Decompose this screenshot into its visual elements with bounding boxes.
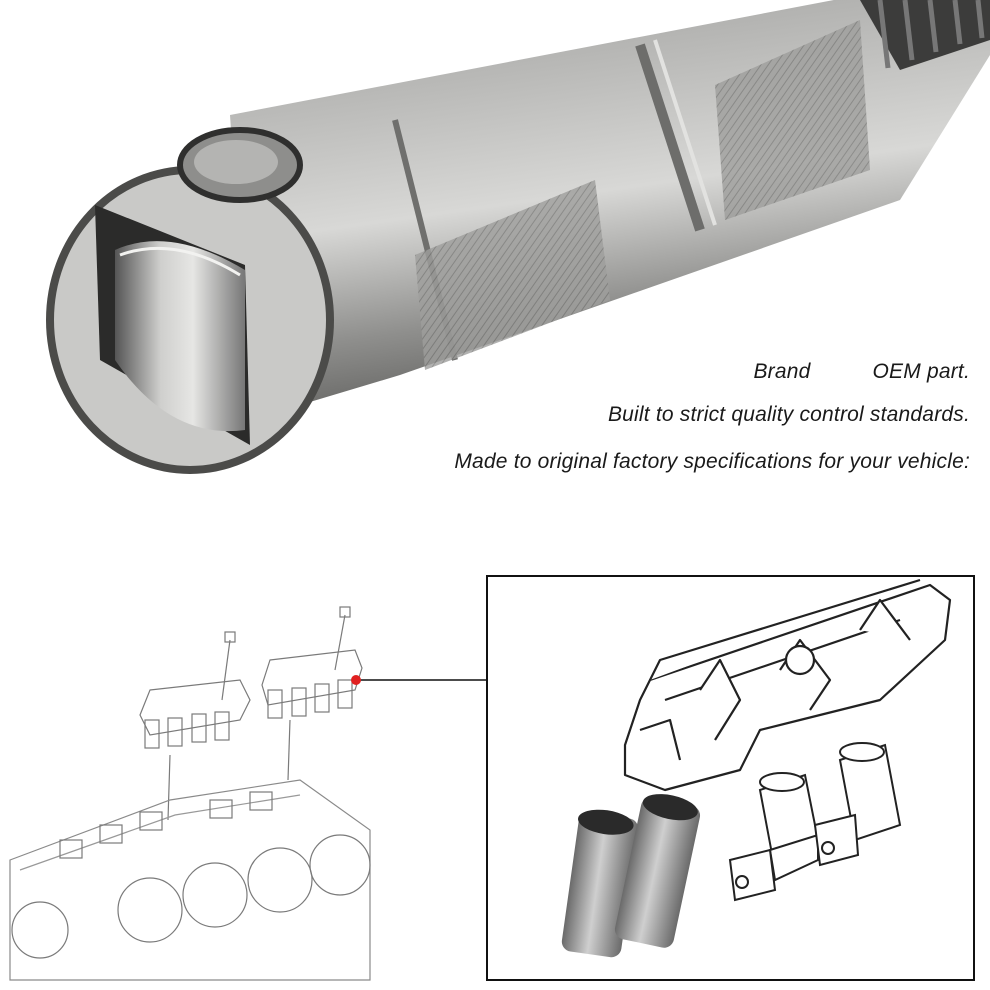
- callout-dot: [351, 675, 361, 685]
- knurl-band: [715, 20, 870, 220]
- knurl-band: [415, 180, 610, 370]
- specification-caption: Made to original factory specifications …: [454, 450, 970, 473]
- brand-value: OEM part.: [872, 360, 970, 383]
- lifter-photo-small: [561, 794, 701, 958]
- brand-label: Brand: [753, 360, 811, 383]
- lifter-body: [230, 0, 990, 420]
- brand-caption: Brand OEM part.: [753, 360, 970, 384]
- quality-caption: Built to strict quality control standard…: [607, 403, 970, 426]
- lifter-line-art: [728, 742, 902, 902]
- engine-exploded-view: [9, 606, 371, 981]
- thread-end: [860, 0, 990, 70]
- callout: [351, 675, 487, 685]
- roller-wheel: [115, 241, 245, 432]
- lifter-guide-tray: [623, 578, 952, 792]
- detail-inset: [486, 575, 975, 981]
- lifter-photo: [46, 0, 990, 474]
